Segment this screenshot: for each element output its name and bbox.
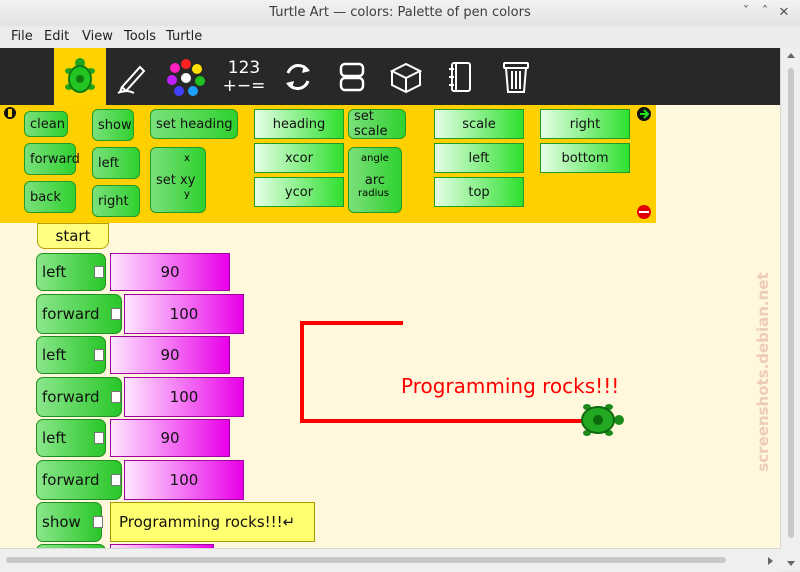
block-clean[interactable]: clean	[24, 111, 68, 137]
turtle-text: Programming rocks!!!	[401, 374, 620, 398]
toolbar: 123 +−=	[0, 48, 780, 105]
menu-view[interactable]: View	[82, 29, 113, 44]
program-left-2-value[interactable]: 90	[110, 336, 230, 374]
menu-edit[interactable]: Edit	[44, 29, 70, 44]
numbers-bottom: +−=	[222, 75, 266, 96]
socket	[93, 516, 103, 528]
block-xcor[interactable]: xcor	[254, 143, 344, 173]
block-start[interactable]: start	[37, 223, 109, 249]
watermark: screenshots.debian.net	[748, 243, 778, 543]
block-forward[interactable]: forward	[24, 143, 80, 175]
socket	[94, 349, 104, 361]
vertical-scrollbar[interactable]	[780, 48, 800, 548]
colors-palette-button[interactable]	[160, 48, 212, 105]
block-top-edge[interactable]: top	[434, 177, 524, 207]
trash-palette-button[interactable]	[490, 48, 542, 105]
flow-palette-button[interactable]	[272, 48, 324, 105]
block-heading[interactable]: heading	[254, 109, 344, 139]
socket	[111, 308, 121, 320]
canvas-top-area[interactable]	[656, 105, 780, 223]
turtle-palette: clean forward back show left right set h…	[0, 105, 656, 223]
menu-tools[interactable]: Tools	[124, 29, 157, 44]
pen-trail	[300, 321, 583, 423]
scroll-corner	[780, 548, 800, 571]
maximize-button[interactable]: ˆ	[761, 5, 769, 20]
socket	[94, 266, 104, 278]
numbers-palette-button[interactable]: 123 +−=	[218, 48, 270, 105]
program-forward-3[interactable]: forward	[36, 460, 122, 500]
pen-palette-button[interactable]	[106, 48, 158, 105]
flow-icon	[286, 63, 310, 90]
turtle-icon[interactable]	[574, 399, 626, 441]
set-xy-x-label: x	[184, 153, 190, 164]
numbers-top: 123	[227, 57, 261, 78]
program-left-1[interactable]: left	[36, 253, 106, 291]
extras-palette-button[interactable]	[380, 48, 432, 105]
program-forward-2-value[interactable]: 100	[124, 377, 244, 417]
socket	[111, 391, 121, 403]
turtle-icon	[65, 57, 95, 93]
block-right[interactable]: right	[92, 185, 140, 217]
program-left-1-value[interactable]: 90	[110, 253, 230, 291]
block-show[interactable]: show	[92, 109, 134, 141]
notebook-palette-button[interactable]	[434, 48, 486, 105]
program-forward-1-value[interactable]: 100	[124, 294, 244, 334]
block-ycor[interactable]: ycor	[254, 177, 344, 207]
program-forward-3-value[interactable]: 100	[124, 460, 244, 500]
program-show[interactable]: show	[36, 502, 102, 542]
block-set-scale[interactable]: set scale	[348, 109, 406, 139]
vertical-scroll-thumb[interactable]	[788, 68, 794, 538]
socket	[94, 432, 104, 444]
program-forward-1[interactable]: forward	[36, 294, 122, 334]
horizontal-scroll-thumb[interactable]	[6, 557, 726, 563]
scroll-down-icon[interactable]	[786, 560, 796, 568]
set-xy-label: set xy	[156, 172, 196, 188]
block-scale[interactable]: scale	[434, 109, 524, 139]
block-arc[interactable]: arc	[348, 147, 402, 213]
block-left[interactable]: left	[92, 147, 140, 179]
close-button[interactable]: ✕	[778, 5, 790, 20]
trash-icon	[503, 61, 529, 93]
program-forward-2[interactable]: forward	[36, 377, 122, 417]
palette-next-icon[interactable]	[636, 106, 652, 122]
scroll-right-icon[interactable]	[766, 556, 774, 566]
menu-turtle[interactable]: Turtle	[166, 29, 203, 44]
block-bottom-edge[interactable]: bottom	[540, 143, 630, 173]
block-set-heading[interactable]: set heading	[150, 109, 238, 139]
set-xy-y-label: y	[184, 189, 190, 200]
window-title: Turtle Art — colors: Palette of pen colo…	[269, 5, 531, 20]
notebook-icon	[449, 61, 471, 92]
palette-orientation-icon[interactable]	[3, 106, 17, 120]
block-set-xy[interactable]: set xy	[150, 147, 206, 213]
blocks-icon	[339, 62, 365, 91]
blocks-palette-button[interactable]	[326, 48, 378, 105]
menu-bar: File Edit View Tools Turtle	[0, 26, 800, 48]
socket	[111, 474, 121, 486]
horizontal-scrollbar[interactable]	[0, 548, 780, 572]
colors-icon	[167, 58, 205, 96]
scroll-up-icon[interactable]	[786, 51, 796, 59]
watermark-text: screenshots.debian.net	[754, 272, 772, 472]
menu-file[interactable]: File	[11, 29, 33, 44]
block-right-edge[interactable]: right	[540, 109, 630, 139]
arc-radius-label: radius	[358, 188, 389, 199]
program-left-3-value[interactable]: 90	[110, 419, 230, 457]
program-next-value[interactable]	[110, 544, 214, 548]
turtle-palette-button[interactable]	[54, 48, 106, 105]
program-show-text[interactable]: Programming rocks!!!↵	[110, 502, 315, 542]
program-left-2[interactable]: left	[36, 336, 106, 374]
turtle-drawing	[300, 321, 583, 423]
block-back[interactable]: back	[24, 181, 76, 213]
palette-close-icon[interactable]	[636, 204, 652, 220]
turtle-canvas[interactable]: Programming rocks!!! start left 90 forwa…	[0, 223, 780, 548]
arc-angle-label: angle	[361, 153, 389, 164]
arc-label: arc	[364, 172, 386, 188]
pen-icon	[117, 65, 146, 94]
block-left-edge[interactable]: left	[434, 143, 524, 173]
extras-icon	[389, 62, 423, 93]
minimize-button[interactable]: ˇ	[742, 5, 750, 20]
title-bar: Turtle Art — colors: Palette of pen colo…	[0, 0, 800, 27]
